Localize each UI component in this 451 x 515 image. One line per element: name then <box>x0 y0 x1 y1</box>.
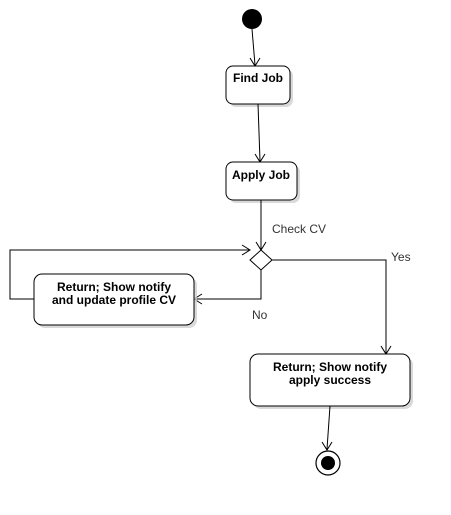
edge-loop-back-to-decision <box>9 244 251 300</box>
find-job-label: Find Job <box>233 71 283 85</box>
check-cv-label: Check CV <box>272 222 326 236</box>
edge-apply-job-to-decision <box>255 200 267 251</box>
return-update-label-line2: and update profile CV <box>52 293 176 307</box>
edge-find-job-to-apply-job <box>254 103 266 163</box>
decision-node <box>249 249 273 271</box>
edge-start-to-find-job <box>249 28 261 67</box>
edge-decision-no <box>193 270 262 305</box>
final-node <box>315 450 341 476</box>
return-success-label-line1: Return; Show notify <box>273 360 387 374</box>
return-success-label-line2: apply success <box>289 373 371 387</box>
edge-success-to-final <box>321 405 333 451</box>
return-update-label-line1: Return; Show notify <box>57 280 171 294</box>
action-return-apply-success: Return; Show notify apply success <box>249 353 413 409</box>
initial-node <box>242 9 262 29</box>
apply-job-label: Apply Job <box>232 168 290 182</box>
yes-label: Yes <box>391 250 411 264</box>
action-return-update-profile: Return; Show notify and update profile C… <box>33 273 197 328</box>
no-label: No <box>252 308 268 322</box>
edge-decision-yes <box>272 259 392 355</box>
action-find-job: Find Job <box>225 65 293 107</box>
action-apply-job: Apply Job <box>225 161 300 203</box>
